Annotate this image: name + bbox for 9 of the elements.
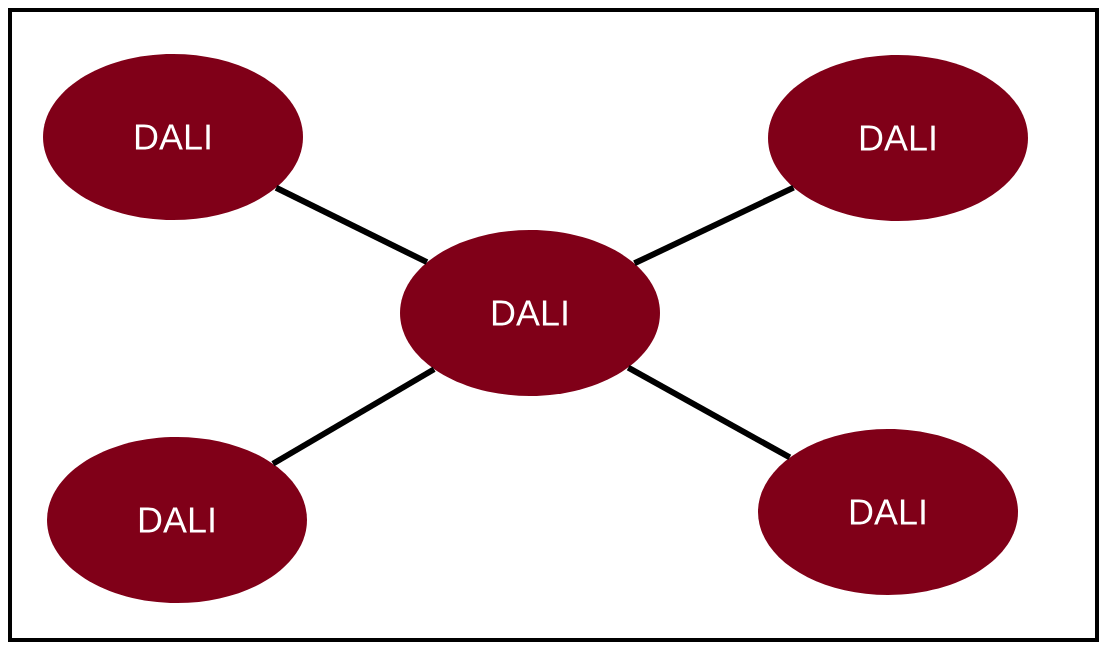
ellipse-node: DALI: [400, 230, 660, 396]
connector-line: [274, 185, 429, 265]
connector-line: [271, 366, 436, 467]
connector-line: [626, 364, 792, 460]
ellipse-node: DALI: [43, 54, 303, 220]
ellipse-node: DALI: [47, 437, 307, 603]
ellipse-node: DALI: [758, 429, 1018, 595]
ellipse-node: DALI: [768, 55, 1028, 221]
connector-line: [633, 184, 795, 267]
